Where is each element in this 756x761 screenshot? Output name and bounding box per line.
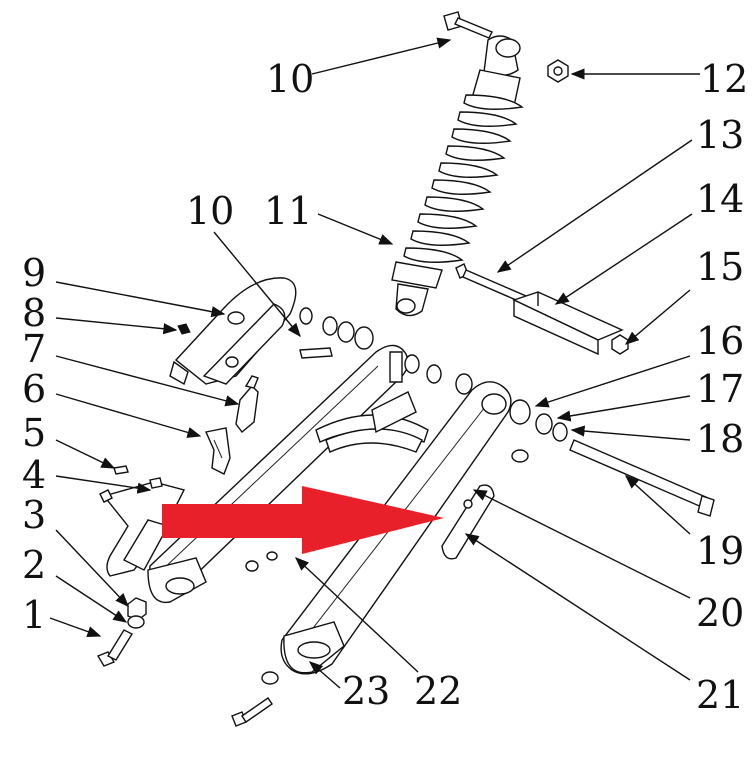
- leader-lines: [49, 37, 700, 689]
- callout-11: 11: [264, 189, 312, 233]
- callout-3: 3: [22, 493, 46, 537]
- leader-10-top: [311, 37, 452, 75]
- leader-7: [55, 355, 240, 407]
- screw-5: [113, 465, 129, 475]
- shock-link-bracket: [169, 277, 297, 386]
- callout-5: 5: [22, 411, 46, 455]
- leader-5: [55, 439, 116, 469]
- clip-6: [205, 427, 231, 475]
- callout-2: 2: [22, 543, 46, 587]
- nut-15: [611, 334, 629, 355]
- leader-4: [55, 475, 152, 494]
- leader-8: [55, 317, 178, 335]
- callout-17: 17: [696, 367, 744, 411]
- leader-10-mid: [213, 231, 301, 338]
- washer-3: [127, 597, 147, 621]
- bolt-13: [455, 263, 527, 304]
- callout-9: 9: [22, 251, 46, 295]
- bolt-top: [443, 11, 493, 39]
- leader-2: [55, 575, 128, 623]
- leader-14: [554, 213, 693, 305]
- leader-17: [556, 395, 691, 422]
- callout-10-mid: 10: [186, 189, 234, 233]
- leader-1: [49, 617, 102, 638]
- leader-20: [472, 489, 691, 599]
- leader-19: [624, 475, 691, 535]
- leader-13: [496, 139, 693, 273]
- callout-10-top: 10: [266, 57, 314, 101]
- bushing-14: [512, 291, 624, 356]
- leader-23: [308, 661, 341, 689]
- red-arrow-right-icon: [162, 486, 444, 554]
- leader-6: [55, 393, 202, 438]
- callout-16: 16: [696, 319, 744, 363]
- callout-12: 12: [700, 57, 748, 101]
- callout-22: 22: [414, 669, 462, 713]
- callout-18: 18: [696, 417, 744, 461]
- callout-19: 19: [696, 529, 744, 573]
- callout-7: 7: [22, 327, 46, 371]
- bolt-1: [96, 629, 133, 667]
- nut-12: [547, 59, 569, 83]
- leader-3: [55, 529, 129, 608]
- callout-13: 13: [696, 113, 744, 157]
- leader-22: [294, 557, 419, 673]
- callout-labels: 10 12 13 14 15 16 17 18 19 20 21 22 23 1…: [22, 57, 748, 717]
- leader-16: [534, 355, 691, 408]
- leader-15: [624, 289, 691, 345]
- bolt-8: [177, 323, 191, 335]
- callout-14: 14: [696, 177, 744, 221]
- callout-15: 15: [696, 245, 744, 289]
- callout-23: 23: [342, 669, 390, 713]
- clip-7: [235, 375, 259, 434]
- callout-4: 4: [22, 453, 46, 497]
- fasteners-lower: [231, 551, 279, 727]
- leader-9: [55, 281, 226, 318]
- shock-absorber: [391, 35, 524, 317]
- leader-18: [570, 425, 691, 441]
- callout-6: 6: [22, 367, 46, 411]
- chain-slider-21: [441, 484, 495, 560]
- callout-20: 20: [696, 591, 744, 635]
- nut-2: [127, 615, 145, 629]
- leader-21: [464, 533, 691, 681]
- axle-19: [569, 439, 715, 517]
- pivot-bushings: [299, 307, 568, 463]
- leader-11: [317, 213, 394, 245]
- callout-21: 21: [696, 673, 744, 717]
- callout-1: 1: [22, 593, 46, 637]
- callout-8: 8: [22, 291, 46, 335]
